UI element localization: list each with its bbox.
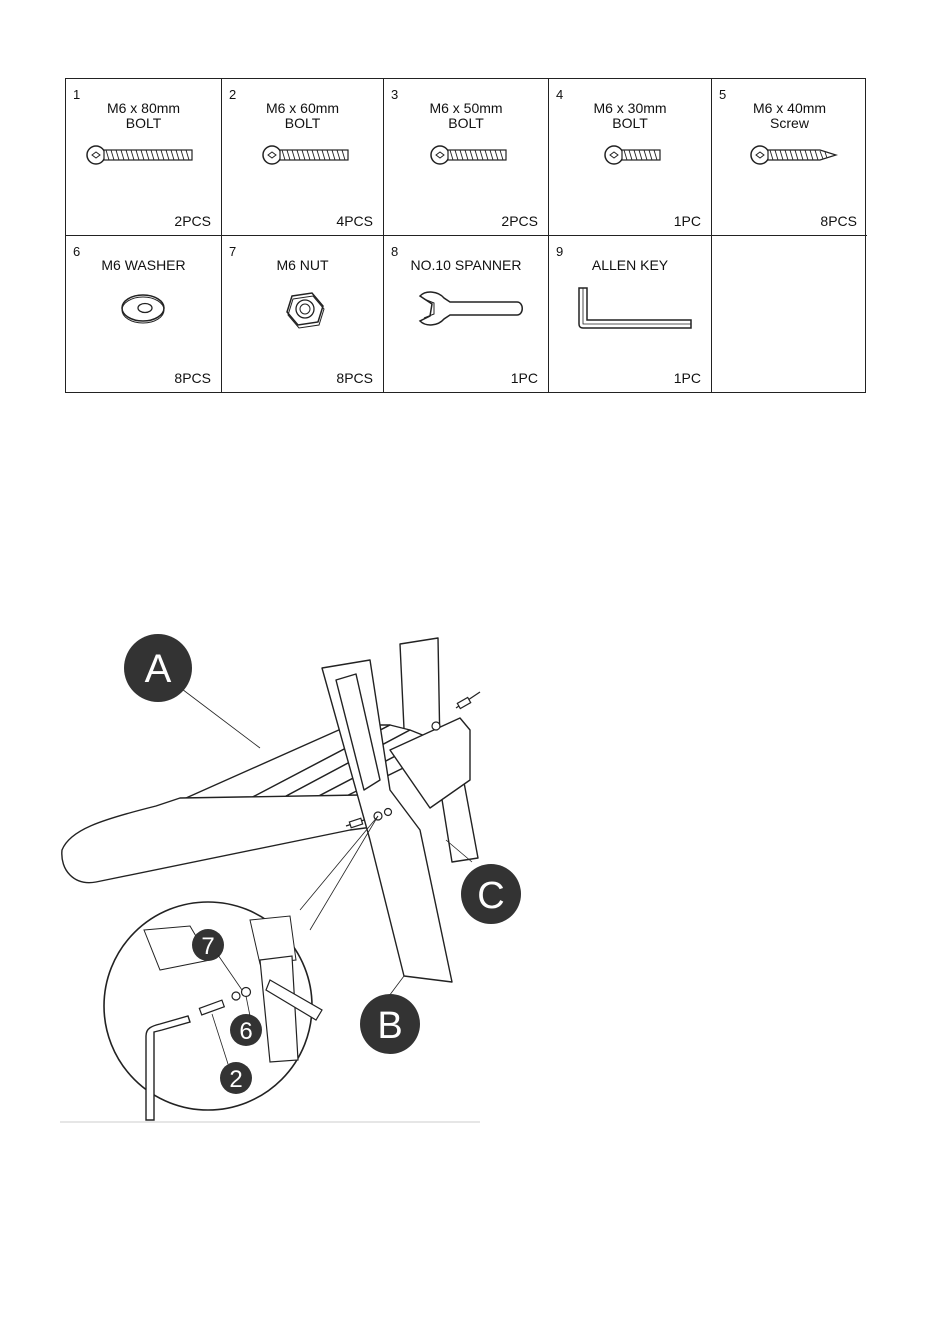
spanner-icon [384, 236, 549, 392]
part-quantity: 1PC [674, 370, 701, 386]
callout-b: B [360, 994, 420, 1054]
part-quantity: 1PC [674, 213, 701, 229]
part-cell-8: 8 NO.10 SPANNER 1PC [384, 236, 549, 392]
part-cell-7: 7 M6 NUT 8PCS [222, 236, 384, 392]
part-quantity: 2PCS [501, 213, 538, 229]
callout-2: 2 [220, 1062, 252, 1094]
svg-text:2: 2 [229, 1066, 242, 1093]
part-quantity: 1PC [511, 370, 538, 386]
svg-text:6: 6 [239, 1018, 252, 1045]
assembly-diagram: A C B 7 6 2 [60, 630, 540, 1130]
washer-icon [66, 236, 222, 392]
nut-icon [222, 236, 384, 392]
part-quantity: 4PCS [336, 213, 373, 229]
side-rail-a [62, 795, 410, 883]
part-quantity: 8PCS [820, 213, 857, 229]
svg-text:C: C [477, 875, 504, 917]
part-quantity: 2PCS [174, 213, 211, 229]
svg-text:7: 7 [201, 933, 214, 960]
svg-text:A: A [145, 647, 172, 691]
callout-c: C [461, 864, 521, 924]
part-quantity: 8PCS [174, 370, 211, 386]
part-cell-empty [712, 236, 867, 392]
part-cell-9: 9 ALLEN KEY 1PC [549, 236, 712, 392]
part-cell-6: 6 M6 WASHER 8PCS [66, 236, 222, 392]
part-quantity: 8PCS [336, 370, 373, 386]
callout-6: 6 [230, 1014, 262, 1046]
allen-key-icon [549, 236, 712, 392]
callout-a: A [124, 634, 192, 702]
svg-text:B: B [377, 1005, 402, 1047]
